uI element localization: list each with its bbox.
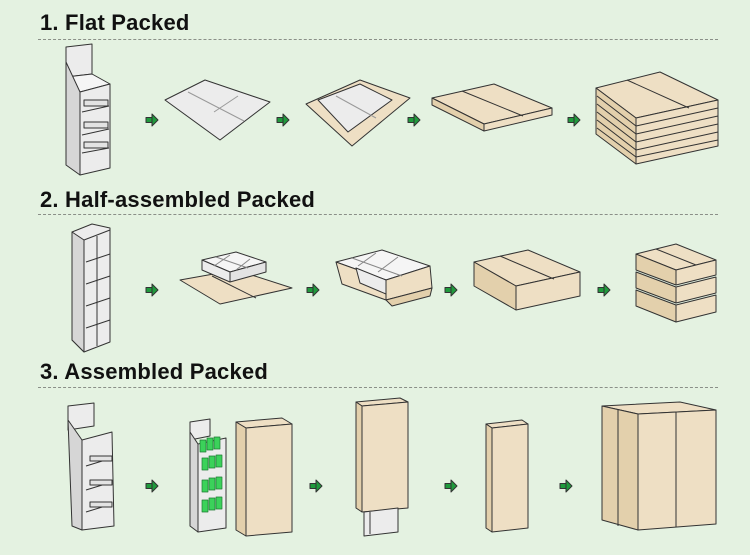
display-stand-assembled bbox=[65, 43, 111, 176]
arrow-icon bbox=[309, 479, 323, 493]
display-stand-half-assembled bbox=[71, 223, 111, 353]
arrow-icon bbox=[444, 283, 458, 297]
carton-sliding-over-stand bbox=[355, 397, 409, 537]
display-stand-with-bottles bbox=[189, 418, 227, 533]
divider-flat-packed bbox=[38, 39, 718, 40]
display-stand-empty bbox=[67, 402, 115, 531]
arrow-icon bbox=[306, 283, 320, 297]
divider-assembled bbox=[38, 387, 718, 388]
tall-carton bbox=[235, 417, 293, 537]
section-title-flat-packed: 1. Flat Packed bbox=[40, 10, 190, 35]
stacked-flat-cartons bbox=[595, 71, 719, 165]
arrow-icon bbox=[444, 479, 458, 493]
half-unit-on-open-carton bbox=[179, 251, 293, 305]
arrow-icon bbox=[407, 113, 421, 127]
arrow-icon bbox=[559, 479, 573, 493]
flat-carton bbox=[431, 83, 553, 132]
stacked-tall-cartons bbox=[601, 401, 717, 531]
arrow-icon bbox=[597, 283, 611, 297]
section-title-half-assembled: 2. Half-assembled Packed bbox=[40, 187, 316, 212]
sealed-tall-carton bbox=[485, 419, 529, 533]
closed-carton bbox=[473, 249, 581, 311]
divider-half-assembled bbox=[38, 214, 718, 215]
stacked-cartons-three bbox=[635, 243, 717, 323]
arrow-icon bbox=[145, 113, 159, 127]
arrow-icon bbox=[567, 113, 581, 127]
arrow-icon bbox=[145, 479, 159, 493]
half-unit-in-carton bbox=[335, 249, 433, 307]
arrow-icon bbox=[145, 283, 159, 297]
section-title-assembled: 3. Assembled Packed bbox=[40, 359, 268, 384]
flat-sheet bbox=[164, 79, 271, 141]
arrow-icon bbox=[276, 113, 290, 127]
flat-sheet-on-cardboard bbox=[305, 79, 411, 147]
